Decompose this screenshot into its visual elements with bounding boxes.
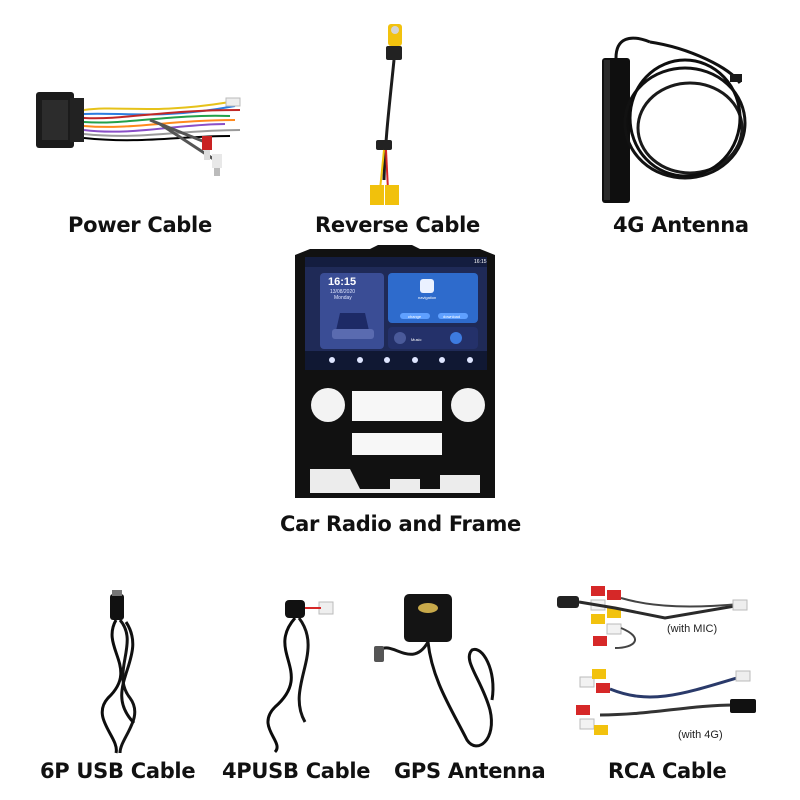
radio-status-time: 16:15 xyxy=(474,259,487,265)
rca-cable-4g-image xyxy=(570,665,765,750)
power-cable-label: Power Cable xyxy=(68,213,212,237)
rca-4g-note: (with 4G) xyxy=(678,729,723,741)
antenna-4g-label: 4G Antenna xyxy=(613,213,749,237)
radio-screen-overlay: 16:15 13/08/2020 Monday 16:15 navigation… xyxy=(290,243,500,373)
reverse-cable-image xyxy=(360,20,420,215)
gps-antenna-label: GPS Antenna xyxy=(394,759,546,783)
car-radio-label: Car Radio and Frame xyxy=(280,512,521,536)
radio-music-label: Music xyxy=(411,337,422,342)
antenna-4g-image xyxy=(590,28,760,208)
power-cable-image xyxy=(30,80,245,180)
rca-cable-mic-image xyxy=(555,578,750,663)
rca-cable-label: RCA Cable xyxy=(608,759,727,783)
radio-weekday: Monday xyxy=(334,295,352,301)
car-radio-frame-image xyxy=(290,243,500,505)
usb-4p-cable-label: 4PUSB Cable xyxy=(222,759,371,783)
radio-nav-title: navigation xyxy=(418,295,437,300)
radio-change-button[interactable]: change xyxy=(408,314,422,319)
gps-antenna-image xyxy=(372,590,507,758)
radio-download-button[interactable]: download xyxy=(443,314,461,319)
reverse-cable-label: Reverse Cable xyxy=(315,213,480,237)
usb-6p-cable-image xyxy=(90,588,170,758)
rca-mic-note: (with MIC) xyxy=(667,623,718,635)
radio-clock: 16:15 xyxy=(328,276,357,288)
usb-4p-cable-image xyxy=(245,592,345,757)
usb-6p-cable-label: 6P USB Cable xyxy=(40,759,196,783)
radio-date: 13/08/2020 xyxy=(330,289,356,295)
